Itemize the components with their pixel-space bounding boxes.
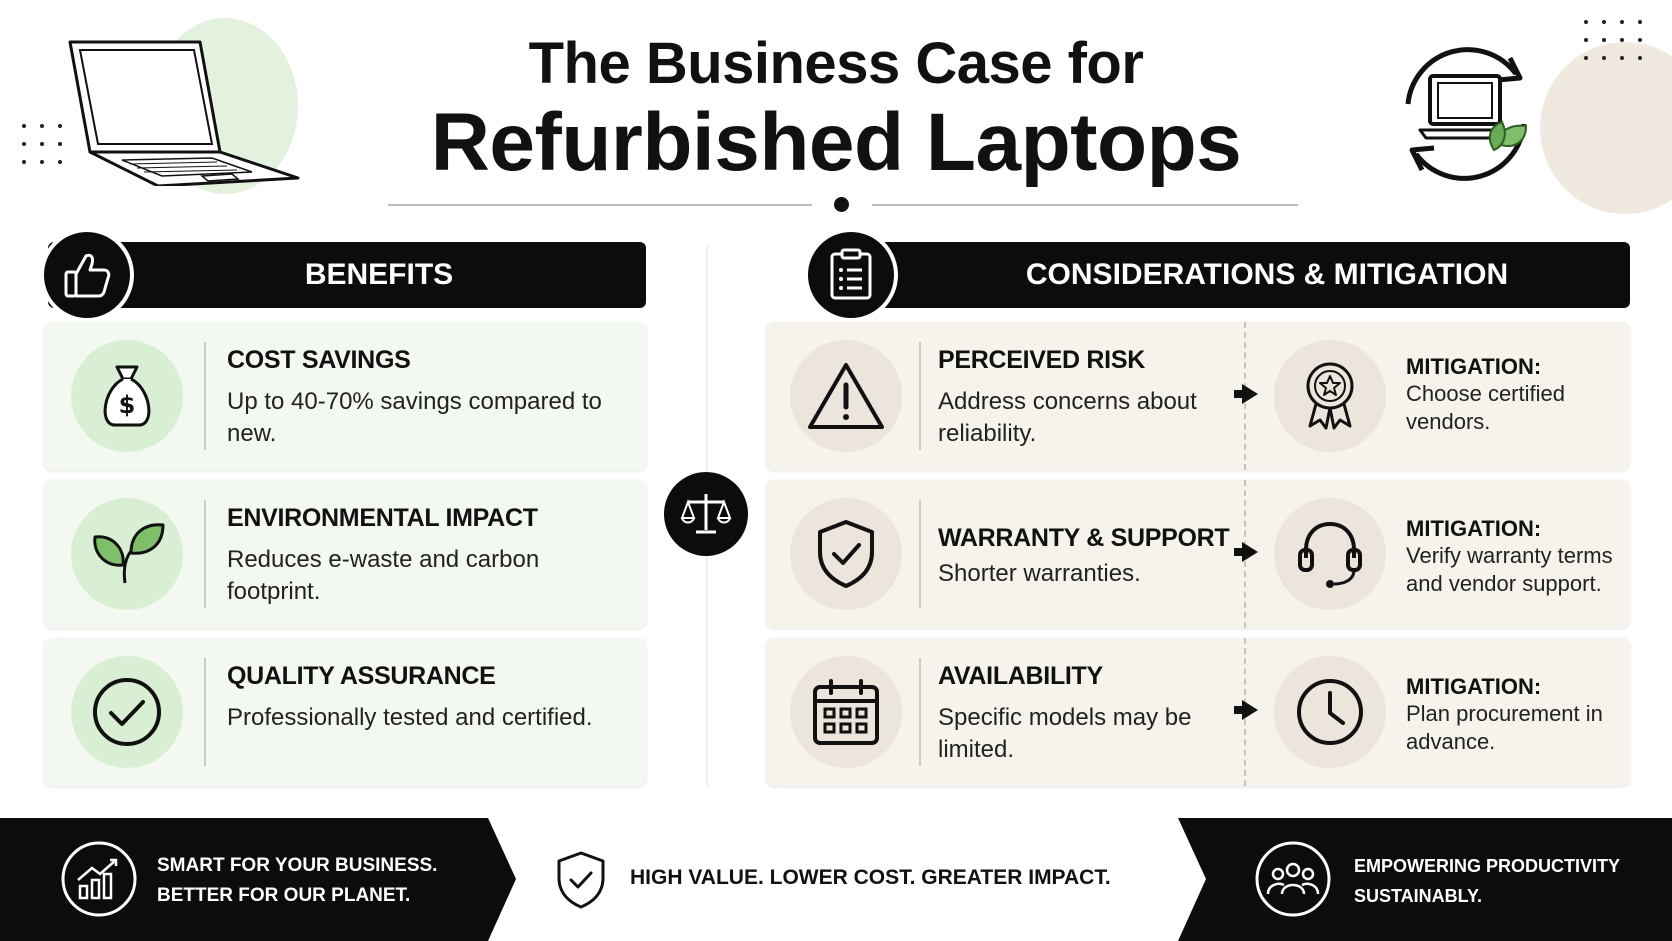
team-icon [1255,841,1331,917]
benefit-card-quality-assurance: QUALITY ASSURANCE Professionally tested … [44,638,646,786]
decorative-dot-grid [1584,20,1642,60]
decorative-beige-circle [1540,42,1672,214]
footer-tagline: HIGH VALUE. LOWER COST. GREATER IMPACT. [630,866,1111,889]
benefit-description: Professionally tested and certified. [227,704,593,731]
clock-icon [1274,656,1386,768]
consideration-title: WARRANTY & SUPPORT [938,524,1230,552]
benefit-card-cost-savings: $ COST SAVINGS Up to 40-70% savings comp… [44,322,646,470]
consideration-description: Address concerns about reliability. [938,388,1197,447]
title-divider [872,204,1298,206]
mitigation-label: MITIGATION: [1406,516,1542,541]
arrow-right-icon [1234,384,1258,404]
mitigation-text: Verify warranty terms and vendor support… [1406,543,1613,596]
card-separator [204,342,206,450]
page-title-line1: The Business Case for [528,31,1144,96]
mitigation-text: Plan procurement in advance. [1406,701,1603,754]
leaf-icon [71,498,183,610]
footer-left-line1: SMART FOR YOUR BUSINESS. [157,855,438,876]
page-title-line2: Refurbished Laptops [430,97,1242,188]
growth-chart-icon [61,841,137,917]
arrow-right-icon [1234,700,1258,720]
benefit-card-environmental-impact: ENVIRONMENTAL IMPACT Reduces e-waste and… [44,480,646,628]
footer-banner: SMART FOR YOUR BUSINESS. BETTER FOR OUR … [0,818,1672,941]
benefit-title: QUALITY ASSURANCE [227,662,496,690]
consideration-description: Specific models may be limited. [938,704,1192,763]
consideration-card-warranty-support: WARRANTY & SUPPORT Shorter warranties. M… [766,480,1630,628]
calendar-icon [790,656,902,768]
consideration-card-perceived-risk: PERCEIVED RISK Address concerns about re… [766,322,1630,470]
balance-scale-icon [664,472,748,556]
benefit-description: Up to 40-70% savings compared to new. [227,388,602,447]
shield-check-icon [557,851,605,909]
consideration-title: AVAILABILITY [938,662,1103,690]
benefit-title: COST SAVINGS [227,346,411,374]
card-separator [919,658,921,766]
arrow-right-icon [1234,542,1258,562]
card-separator [919,500,921,608]
card-separator [204,658,206,766]
award-ribbon-icon [1274,340,1386,452]
title-divider-dot [834,197,849,212]
benefit-description: Reduces e-waste and carbon footprint. [227,546,540,605]
footer-left-line2: BETTER FOR OUR PLANET. [157,885,411,906]
warning-icon [790,340,902,452]
footer-right-text: EMPOWERING PRODUCTIVITY SUSTAINABLY. [1354,851,1620,911]
check-circle-icon [71,656,183,768]
footer-background [0,818,1672,941]
card-separator [204,500,206,608]
recycle-laptop-icon [1405,47,1528,181]
svg-text:$: $ [119,391,136,419]
mitigation-label: MITIGATION: [1406,674,1542,699]
consideration-card-availability: AVAILABILITY Specific models may be limi… [766,638,1630,786]
title-divider [388,204,812,206]
mitigation-label: MITIGATION: [1406,354,1542,379]
footer-right-line2: SUSTAINABLY. [1354,886,1483,906]
decorative-dot-grid [22,124,62,164]
benefits-header: BENEFITS [48,242,646,308]
money-bag-icon: $ [71,340,183,452]
card-separator [919,342,921,450]
considerations-header: CONSIDERATIONS & MITIGATION [820,242,1630,308]
consideration-title: PERCEIVED RISK [938,346,1145,374]
headset-icon [1274,498,1386,610]
footer-left-text: SMART FOR YOUR BUSINESS. BETTER FOR OUR … [157,851,437,911]
consideration-description: Shorter warranties. [938,560,1141,587]
thumbs-up-icon [40,228,134,322]
shield-check-icon [790,498,902,610]
mitigation-text: Choose certified vendors. [1406,381,1565,434]
benefit-title: ENVIRONMENTAL IMPACT [227,504,538,532]
laptop-icon [68,40,300,186]
footer-right-line1: EMPOWERING PRODUCTIVITY [1354,856,1621,876]
clipboard-list-icon [804,228,898,322]
